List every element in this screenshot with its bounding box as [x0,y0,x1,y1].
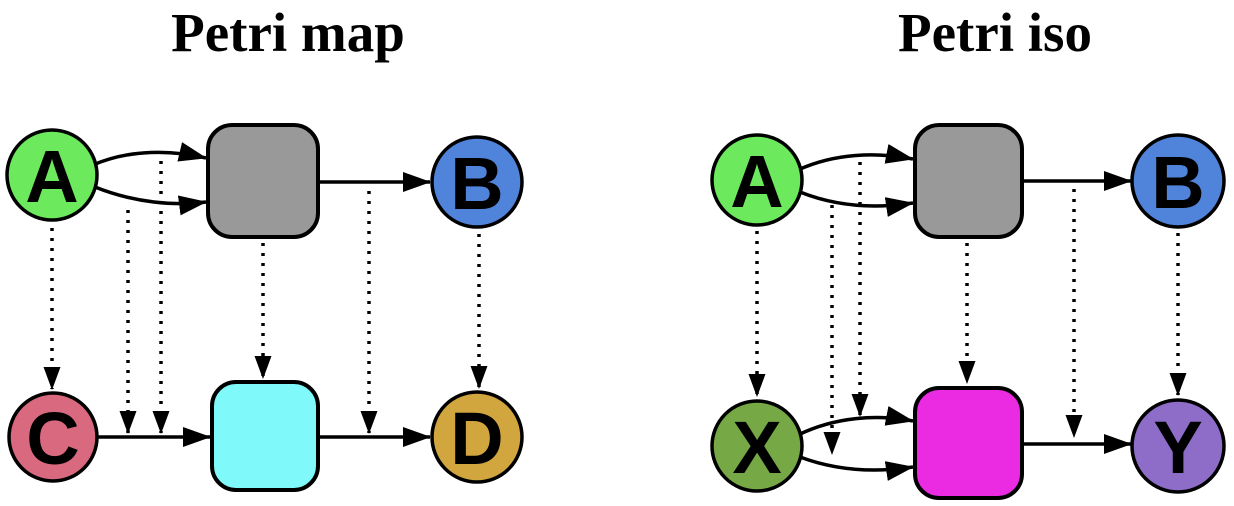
transition-top [206,123,320,239]
place-c-label: C [26,397,79,480]
petri-map-diagram: Petri map A B C D [5,2,524,492]
place-b2 [1130,133,1226,229]
edge-a2-to-transition-upper [797,144,914,172]
edge-a2-to-transition-lower [799,190,914,217]
transition-bottom-2 [913,386,1024,500]
petri-iso-title: Petri iso [898,2,1092,63]
edge-x-to-transition-upper [797,406,914,437]
edge-a-to-transition-upper [92,142,207,167]
petri-iso-diagram: Petri iso A B X Y [710,2,1226,500]
place-x-label: X [732,406,781,489]
edge-x-to-transition-lower [799,455,914,481]
transition-bottom [210,380,320,492]
place-a-label: A [25,135,78,218]
place-d-label: D [450,397,503,480]
place-y [1130,398,1226,494]
place-b2-label: B [1151,141,1204,224]
petri-map-title: Petri map [171,2,405,63]
place-b [430,135,524,229]
place-c [7,391,99,483]
place-b-label: B [450,142,503,225]
place-a2 [710,133,804,227]
transition-top-2 [913,123,1024,239]
place-y-label: Y [1153,406,1202,489]
edge-a-to-transition-lower [94,185,207,216]
place-x [710,399,804,493]
place-a2-label: A [730,140,783,223]
place-a [5,128,99,222]
place-d [430,390,524,484]
